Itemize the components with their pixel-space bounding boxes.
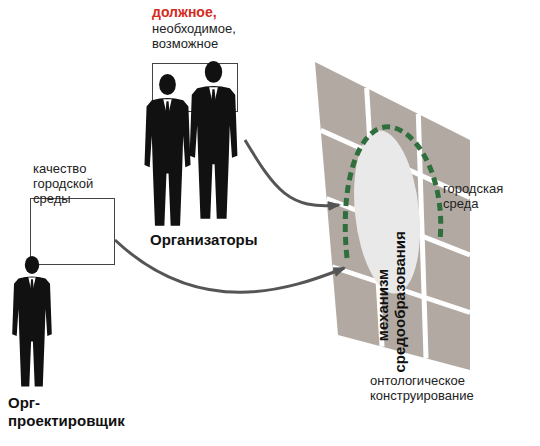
accent-text: должное,: [152, 4, 252, 20]
vertical-title: механизм средообразования: [373, 238, 409, 373]
node-text: необходимое, возможное: [152, 21, 247, 51]
node-text: качество городской среды: [33, 161, 128, 206]
role-label: онтологическое конструирование: [370, 373, 500, 403]
dashed-boundary: [345, 127, 441, 258]
text-box: качество городской среды: [30, 198, 115, 265]
node-text: городская среда: [443, 181, 513, 211]
curved-arrow: [245, 140, 339, 206]
organizer-silhouette: [144, 74, 190, 226]
organizer-silhouette: [190, 61, 238, 219]
role-label: Организаторы: [150, 231, 310, 249]
curved-arrow: [115, 240, 344, 292]
designer-silhouette: [12, 256, 52, 387]
role-label: Орг-проектировщик: [8, 394, 123, 430]
